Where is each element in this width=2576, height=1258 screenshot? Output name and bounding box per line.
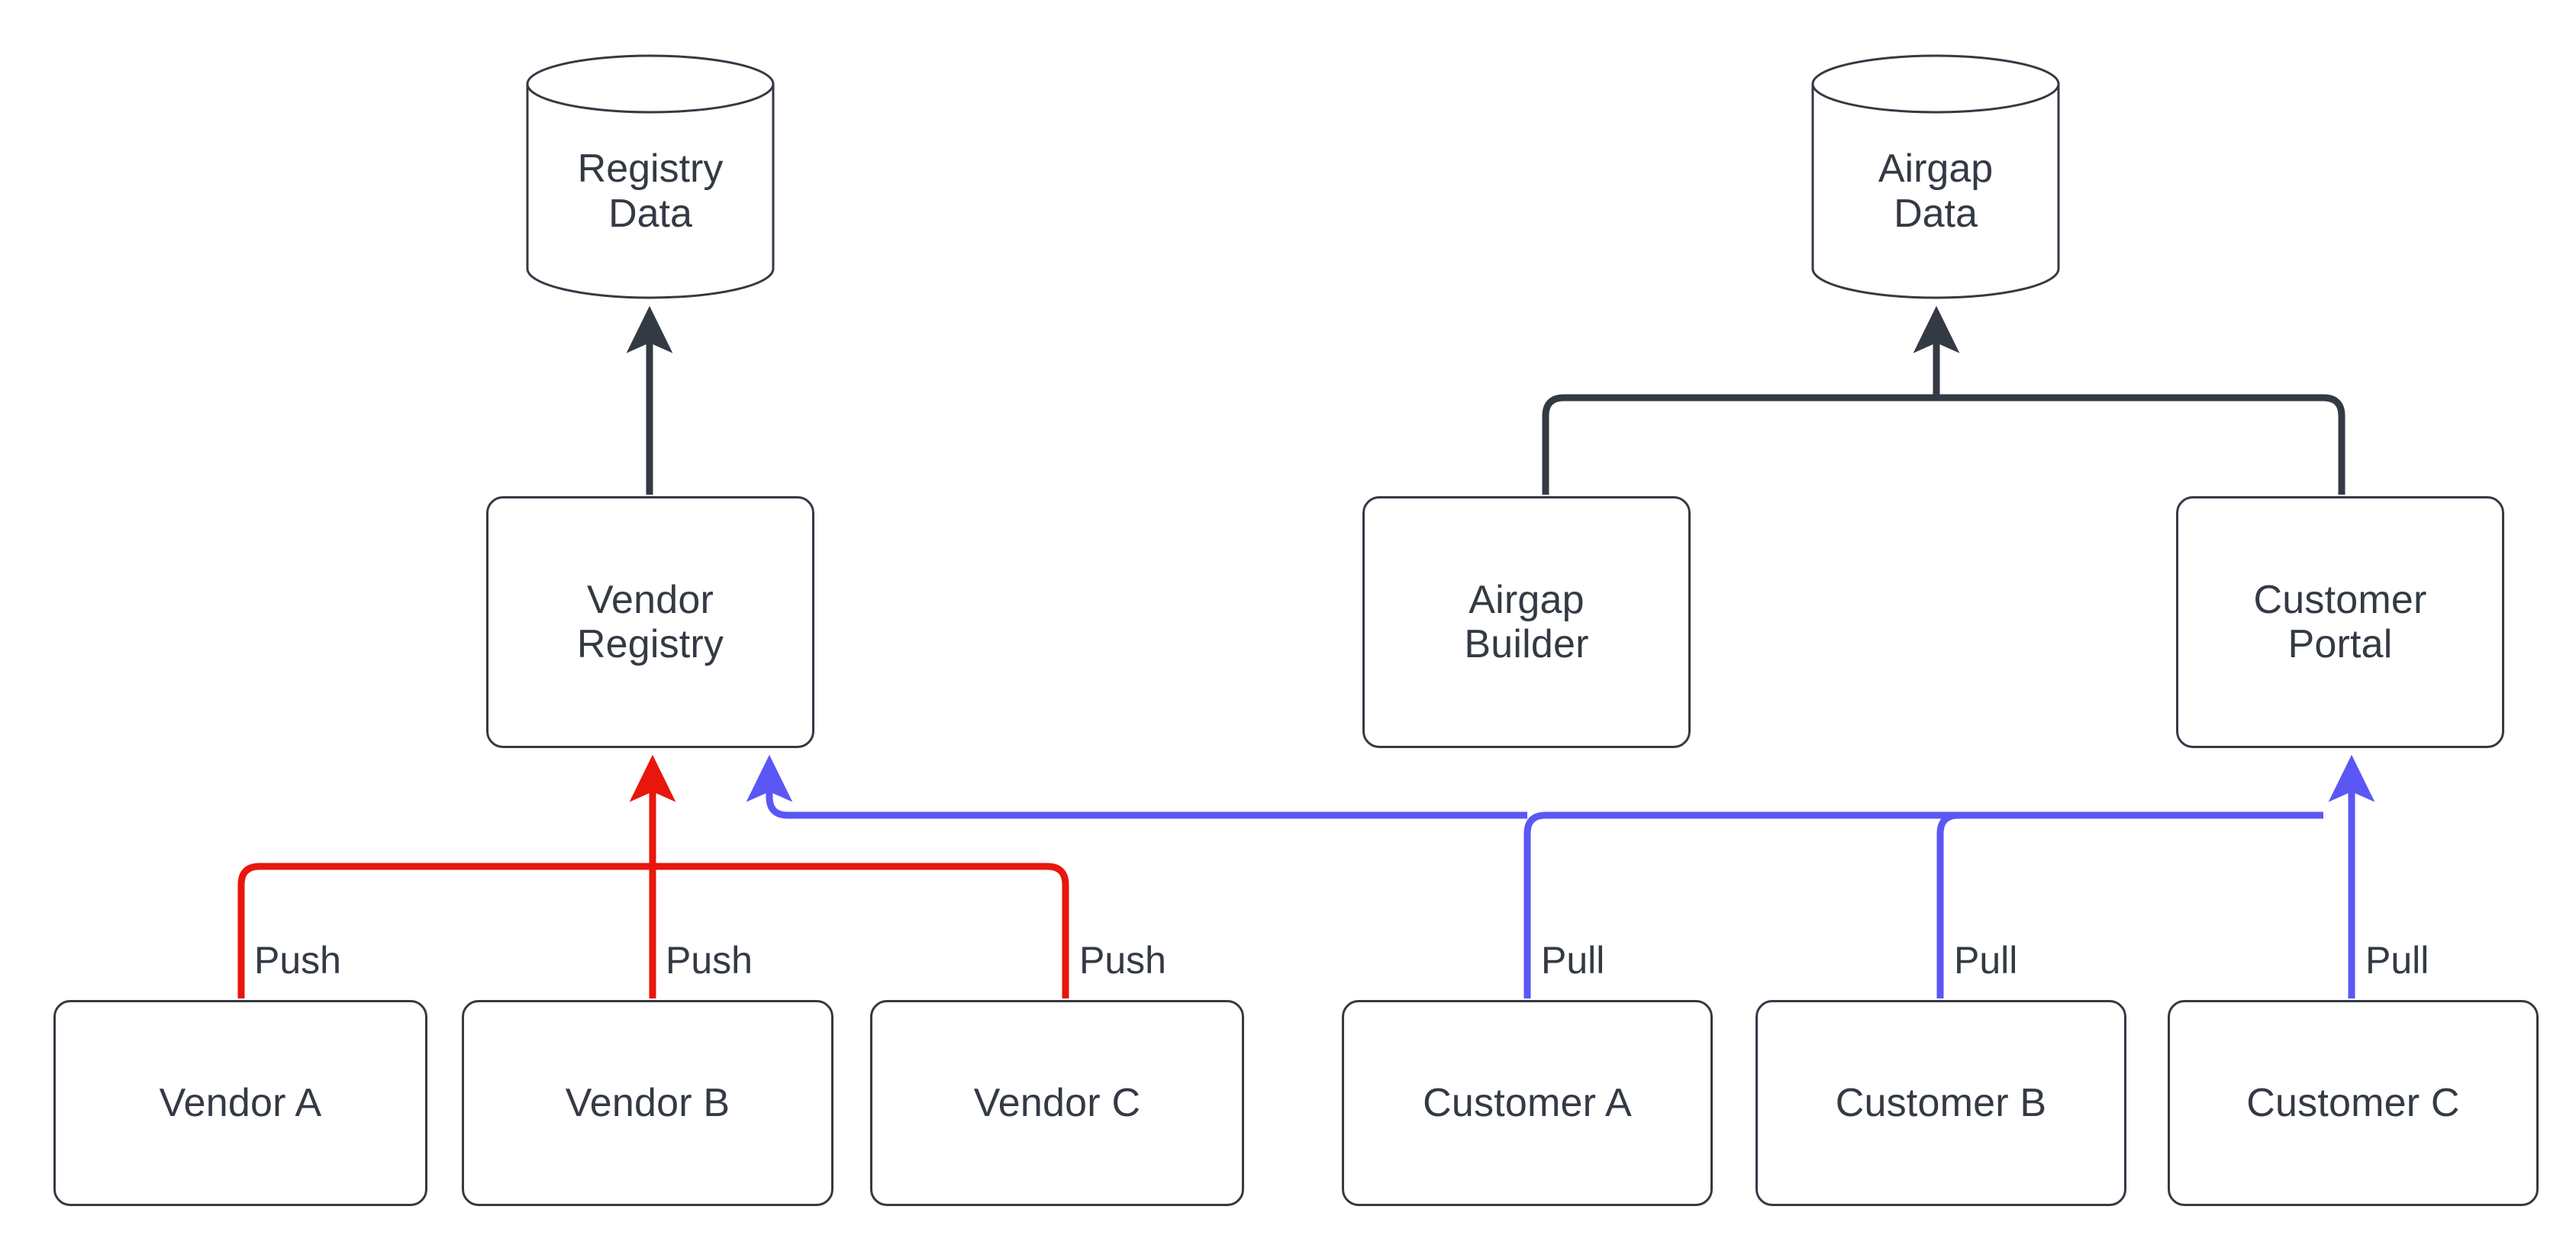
edge-pull-trunk-to-vendor-registry (746, 754, 1527, 819)
node-vendor-a[interactable]: Vendor A (53, 1000, 427, 1206)
node-customer-a[interactable]: Customer A (1342, 1000, 1713, 1206)
node-vendor-b[interactable]: Vendor B (462, 1000, 833, 1206)
node-customer-b-label: Customer B (1835, 1080, 2047, 1125)
edge-customer-a-pull (1523, 811, 2323, 998)
edge-customer-b-pull (1936, 811, 2323, 998)
node-airgap-builder-label: Airgap Builder (1464, 577, 1589, 666)
node-vendor-registry[interactable]: Vendor Registry (486, 496, 814, 748)
node-customer-c[interactable]: Customer C (2168, 1000, 2539, 1206)
edge-airgap-builder-to-airgap-data (1542, 394, 1936, 495)
node-airgap-builder[interactable]: Airgap Builder (1362, 496, 1691, 748)
node-vendor-c[interactable]: Vendor C (870, 1000, 1244, 1206)
cylinder-top-ellipse (1811, 54, 2060, 114)
edge-vendor-a-push (237, 863, 653, 998)
node-vendor-registry-label: Vendor Registry (576, 577, 724, 666)
node-customer-b[interactable]: Customer B (1755, 1000, 2126, 1206)
node-vendor-a-label: Vendor A (159, 1080, 322, 1125)
edge-customer-portal-to-airgap-data (1936, 394, 2345, 495)
edge-vendor-c-push (653, 863, 1069, 998)
cylinder-body (1811, 82, 2060, 299)
node-customer-portal[interactable]: Customer Portal (2176, 496, 2504, 748)
node-customer-a-label: Customer A (1423, 1080, 1632, 1125)
node-customer-c-label: Customer C (2246, 1080, 2460, 1125)
node-vendor-c-label: Vendor C (973, 1080, 1141, 1125)
datastore-airgap-data[interactable]: Airgap Data (1810, 53, 2061, 299)
cylinder-body (526, 82, 775, 299)
node-customer-portal-label: Customer Portal (2253, 577, 2427, 666)
cylinder-top-ellipse (526, 54, 775, 114)
node-vendor-b-label: Vendor B (565, 1080, 730, 1125)
datastore-registry-data[interactable]: Registry Data (525, 53, 775, 299)
